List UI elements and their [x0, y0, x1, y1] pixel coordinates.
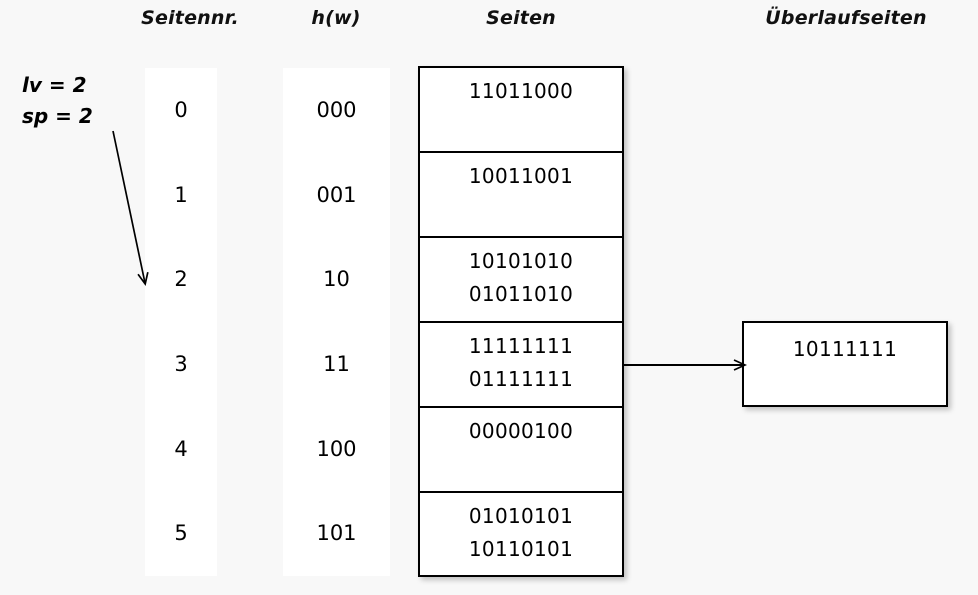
column-hash-values: 000 001 10 11 100 101: [283, 68, 390, 576]
page-number-cell: 5: [174, 521, 188, 546]
page-entry: 01111111: [468, 367, 574, 392]
page-entry: 00000100: [468, 419, 574, 444]
page-number-cell: 2: [174, 267, 188, 292]
page-number-cell: 0: [174, 98, 188, 123]
hash-value-cell: 001: [316, 182, 357, 207]
hash-value-cell: 11: [323, 352, 350, 377]
page-number-cell: 3: [174, 352, 188, 377]
page-number-cell: 4: [174, 436, 188, 461]
page-row: 10101010 01011010: [420, 238, 622, 324]
overflow-page-entry: 10111111: [792, 337, 898, 361]
page-row: 01010101 10110101: [420, 493, 622, 578]
page-entry: 11011000: [468, 79, 574, 103]
header-seitennr: Seitennr.: [141, 7, 239, 29]
parameter-block: lv = 2 sp = 2: [22, 70, 142, 132]
header-ueberlaufseiten: Überlaufseiten: [765, 7, 927, 29]
pages-table: 11011000 10011001 10101010 01011010 1111…: [418, 66, 624, 577]
header-hash-function: h(w): [311, 7, 361, 29]
header-seiten: Seiten: [486, 7, 556, 29]
page-row: 00000100: [420, 408, 622, 494]
page-entry: 10101010: [468, 249, 574, 274]
hash-value-cell: 000: [316, 98, 357, 123]
parameter-level: lv = 2: [22, 73, 87, 97]
page-row: 11111111 01111111: [420, 323, 622, 409]
page-entry: 10110101: [468, 537, 574, 562]
split-pointer-arrow: [112, 130, 145, 283]
page-row: 10011001: [420, 153, 622, 239]
hash-value-cell: 10: [323, 267, 350, 292]
overflow-page-box: 10111111: [742, 321, 948, 407]
page-number-cell: 1: [174, 182, 188, 207]
column-page-numbers: 0 1 2 3 4 5: [145, 68, 217, 576]
page-entry: 10011001: [468, 164, 574, 189]
hash-value-cell: 100: [316, 436, 357, 461]
page-row: 11011000: [420, 68, 622, 154]
parameter-split-pointer: sp = 2: [22, 104, 93, 128]
hash-value-cell: 101: [316, 521, 357, 546]
page-entry: 01011010: [468, 282, 574, 307]
page-entry: 11111111: [468, 334, 574, 359]
page-entry: 01010101: [468, 504, 574, 529]
